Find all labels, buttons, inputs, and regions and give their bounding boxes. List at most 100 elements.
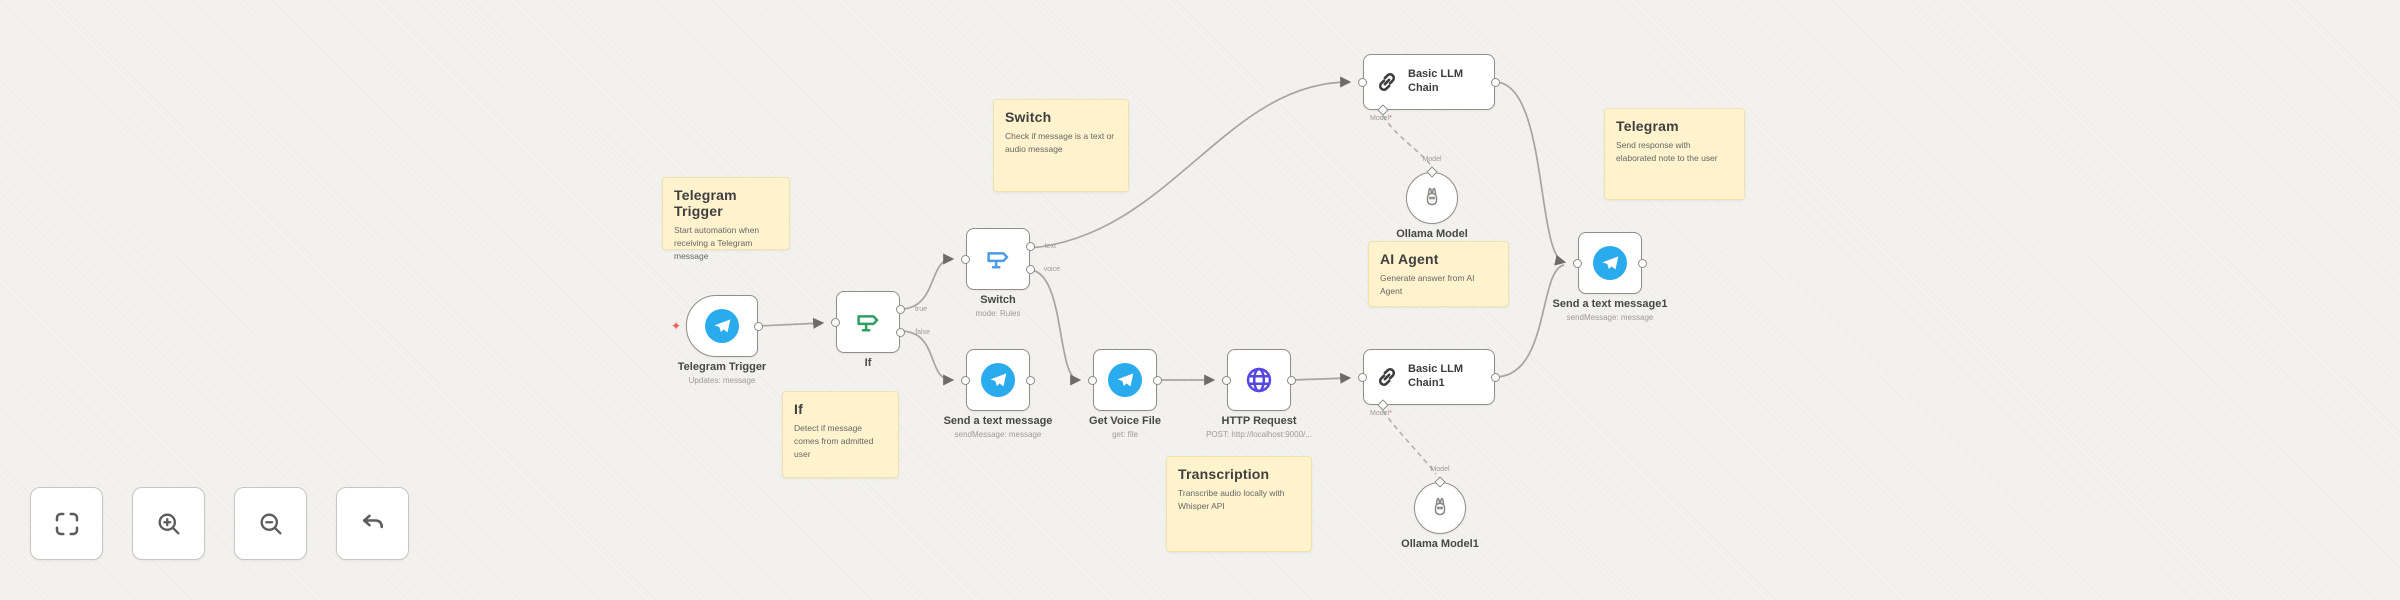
output-port-true[interactable] xyxy=(896,305,905,314)
node-inner-label: Basic LLM Chain xyxy=(1408,68,1464,94)
node-label: Switch xyxy=(980,294,1016,306)
sticky-body: Check if message is a text or audio mess… xyxy=(1005,131,1115,154)
input-port[interactable] xyxy=(1573,258,1582,268)
edge-if-true-to-switch[interactable] xyxy=(899,253,955,310)
input-port[interactable] xyxy=(1358,77,1367,87)
edge-http-to-llmchain1[interactable] xyxy=(1290,372,1352,384)
node-label: Ollama Model xyxy=(1396,228,1468,240)
sticky-body: Detect if message comes from admitted us… xyxy=(794,423,874,459)
port-label-model: Model* xyxy=(1370,410,1392,417)
port-label-model: Model* xyxy=(1370,115,1392,122)
node-http-request[interactable]: HTTP Request POST: http://localhost:9000… xyxy=(1206,349,1312,439)
ollama-icon xyxy=(1428,496,1452,520)
telegram-icon xyxy=(1593,246,1627,280)
edge-llmchain1-model-to-ollama1[interactable] xyxy=(1382,410,1437,475)
edge-switch-text-to-llmchain[interactable] xyxy=(1029,76,1352,249)
node-label: If xyxy=(864,357,872,369)
trigger-spark-icon: ✦ xyxy=(671,319,682,333)
node-ollama-model1[interactable]: Model Ollama Model1 xyxy=(1401,466,1479,550)
node-subtitle: POST: http://localhost:9000/... xyxy=(1206,430,1312,439)
output-port[interactable] xyxy=(1638,258,1647,268)
node-basic-llm-chain[interactable]: Basic LLM Chain Model* xyxy=(1358,54,1500,122)
node-ollama-model[interactable]: Model Ollama Model xyxy=(1396,156,1468,240)
node-label: Send a text message1 xyxy=(1552,298,1668,310)
sticky-body: Send response with elaborated note to th… xyxy=(1616,140,1718,163)
port-label-text: text xyxy=(1044,243,1056,250)
node-subtitle: mode: Rules xyxy=(975,309,1021,318)
node-switch[interactable]: text voice Switch mode: Rules xyxy=(961,228,1060,318)
edge-if-false-to-sendmsg[interactable] xyxy=(899,330,955,386)
sticky-note-switch[interactable]: Switch Check if message is a text or aud… xyxy=(993,99,1129,192)
node-send-a-text-message[interactable]: Send a text message sendMessage: message xyxy=(944,349,1052,439)
telegram-icon xyxy=(705,309,739,343)
undo-icon xyxy=(359,510,387,538)
output-port-voice[interactable] xyxy=(1026,265,1035,274)
sticky-title: Transcription xyxy=(1178,466,1270,482)
edge-llmchain-to-sendmsg1[interactable] xyxy=(1494,81,1567,266)
sticky-note-telegram[interactable]: Telegram Send response with elaborated n… xyxy=(1604,108,1745,200)
node-telegram-trigger[interactable]: ✦ Telegram Trigger Updates: message xyxy=(671,295,766,385)
sticky-note-if[interactable]: If Detect if message comes from admitted… xyxy=(782,391,899,478)
input-port[interactable] xyxy=(831,317,840,327)
output-port[interactable] xyxy=(1287,375,1296,385)
sticky-title: If xyxy=(794,401,803,417)
chain-link-icon xyxy=(1374,69,1400,95)
zoom-to-fit-button[interactable] xyxy=(30,487,103,560)
sticky-note-telegram-trigger[interactable]: Telegram Trigger Start automation when r… xyxy=(662,177,790,261)
node-label: Get Voice File xyxy=(1089,415,1161,427)
node-label: HTTP Request xyxy=(1221,415,1297,427)
zoom-out-icon xyxy=(257,510,285,538)
output-port[interactable] xyxy=(754,321,763,331)
port-label-model: Model xyxy=(1422,156,1442,163)
input-port[interactable] xyxy=(1358,372,1367,382)
port-label-false: false xyxy=(915,329,930,336)
node-label: Ollama Model1 xyxy=(1401,538,1479,550)
node-if[interactable]: true false If xyxy=(831,291,930,369)
port-label-model: Model xyxy=(1430,466,1450,473)
reset-zoom-button[interactable] xyxy=(336,487,409,560)
telegram-icon xyxy=(1108,363,1142,397)
sticky-note-transcription[interactable]: Transcription Transcribe audio locally w… xyxy=(1166,456,1312,552)
edge-trigger-to-if[interactable] xyxy=(757,317,825,329)
edge-llmchain1-to-sendmsg1[interactable] xyxy=(1494,264,1565,378)
output-port[interactable] xyxy=(1026,375,1035,385)
node-basic-llm-chain1[interactable]: Basic LLM Chain1 Model* xyxy=(1358,349,1500,417)
zoom-in-button[interactable] xyxy=(132,487,205,560)
zoom-in-icon xyxy=(155,510,183,538)
port-label-voice: voice xyxy=(1043,266,1060,273)
output-port-text[interactable] xyxy=(1026,242,1035,251)
output-port[interactable] xyxy=(1491,77,1500,87)
input-port[interactable] xyxy=(1222,375,1231,385)
output-port[interactable] xyxy=(1153,375,1162,385)
globe-icon xyxy=(1243,364,1275,396)
input-port[interactable] xyxy=(961,254,970,264)
node-subtitle: Updates: message xyxy=(688,376,756,385)
zoom-out-button[interactable] xyxy=(234,487,307,560)
edge-switch-voice-to-getvoice[interactable] xyxy=(1029,269,1082,386)
node-label: Send a text message xyxy=(943,415,1053,427)
chain-link-icon xyxy=(1374,364,1400,390)
node-inner-label: Basic LLM Chain1 xyxy=(1408,363,1464,389)
input-port[interactable] xyxy=(1088,375,1097,385)
sticky-body: Transcribe audio locally with Whisper AP… xyxy=(1178,488,1285,511)
output-port[interactable] xyxy=(1491,372,1500,382)
node-subtitle: sendMessage: message xyxy=(954,430,1042,439)
fit-view-icon xyxy=(52,509,82,539)
output-port-false[interactable] xyxy=(896,328,905,337)
ollama-icon xyxy=(1420,186,1444,210)
sticky-title: AI Agent xyxy=(1380,251,1439,267)
port-label-true: true xyxy=(914,306,927,313)
sticky-title: Telegram xyxy=(1616,118,1679,134)
sticky-title: Telegram Trigger xyxy=(674,187,737,219)
sticky-body: Generate answer from AI Agent xyxy=(1380,273,1475,296)
sticky-body: Start automation when receiving a Telegr… xyxy=(674,225,760,261)
input-port[interactable] xyxy=(961,375,970,385)
node-get-voice-file[interactable]: Get Voice File get: file xyxy=(1088,349,1162,439)
sticky-note-ai-agent[interactable]: AI Agent Generate answer from AI Agent xyxy=(1368,241,1509,307)
node-send-a-text-message1[interactable]: Send a text message1 sendMessage: messag… xyxy=(1553,232,1667,322)
node-label: Telegram Trigger xyxy=(677,361,767,373)
telegram-icon xyxy=(981,363,1015,397)
node-subtitle: sendMessage: message xyxy=(1566,313,1654,322)
